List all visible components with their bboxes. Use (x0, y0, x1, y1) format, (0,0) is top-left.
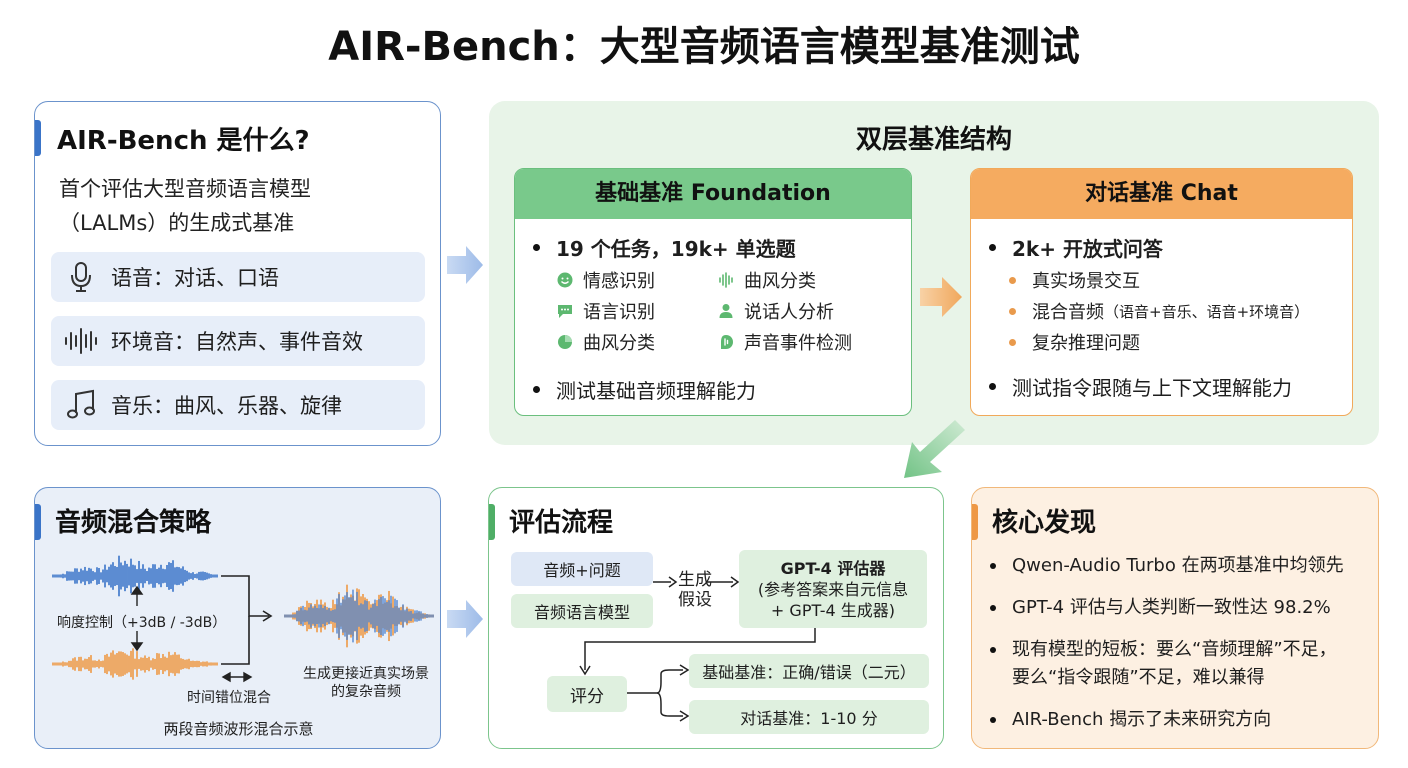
chat-bubble-icon (557, 303, 573, 319)
findings-panel: 核心发现 Qwen-Audio Turbo 在两项基准中均领先 GPT-4 评估… (971, 487, 1379, 749)
evaluation-panel: 评估流程 音频+问题 音频语言模型 生成 假设 GPT-4 评估器 (参考答案来… (488, 487, 944, 749)
input-audio-question: 音频+问题 (511, 552, 653, 586)
task-item: 曲风分类 (718, 267, 816, 293)
task-item: 说话人分析 (718, 298, 834, 324)
finding-item: AIR-Bench 揭示了未来研究方向 (990, 706, 1271, 734)
page-title: AIR-Bench：大型音频语言模型基准测试 (328, 24, 1080, 70)
foundation-footer: 测试基础音频理解能力 (533, 375, 756, 404)
foundation-headline: 19 个任务，19k+ 单选题 (533, 233, 796, 262)
score-box: 评分 (547, 676, 627, 712)
foundation-title: 基础基准 Foundation (515, 169, 911, 219)
category-environment: 环境音：自然声、事件音效 (51, 316, 425, 366)
finding-item: GPT-4 评估与人类判断一致性达 98.2% (990, 594, 1331, 622)
description-line-1: 首个评估大型音频语言模型 (59, 177, 311, 201)
foundation-box: 基础基准 Foundation 19 个任务，19k+ 单选题 情感识别 曲风分… (514, 168, 912, 416)
category-label: 环境音：自然声、事件音效 (111, 330, 363, 354)
smiley-icon (557, 272, 573, 288)
evaluation-heading: 评估流程 (509, 508, 614, 538)
person-icon (718, 303, 734, 319)
task-item: 情感识别 (557, 267, 655, 293)
structure-panel: 双层基准结构 基础基准 Foundation 19 个任务，19k+ 单选题 情… (489, 101, 1379, 445)
what-is-heading: AIR-Bench 是什么? (57, 126, 310, 156)
audio-mix-heading: 音频混合策略 (55, 508, 212, 538)
chat-scoring: 对话基准：1-10 分 (689, 700, 929, 734)
finding-item: 现有模型的短板：要么“音频理解”不足，要么“指令跟随”不足，难以兼得 (990, 636, 1337, 692)
panel-accent-bar (972, 504, 978, 540)
result-label: 生成更接近真实场景 的复杂音频 (303, 666, 429, 700)
sound-wave-icon (51, 327, 111, 355)
structure-heading: 双层基准结构 (855, 125, 1012, 155)
arrow-right-icon (447, 600, 483, 638)
finding-item: Qwen-Audio Turbo 在两项基准中均领先 (990, 552, 1344, 580)
waveform-icon (718, 272, 734, 288)
offset-arrow (221, 671, 253, 683)
chat-title: 对话基准 Chat (971, 169, 1352, 219)
orange-waveform (52, 648, 218, 680)
waveform-caption: 两段音频波形混合示意 (163, 720, 314, 738)
input-audio-model: 音频语言模型 (511, 594, 653, 628)
mixed-waveform (284, 584, 434, 648)
category-label: 语音：对话、口语 (111, 266, 279, 290)
category-label: 音乐：曲风、乐器、旋律 (111, 394, 342, 418)
audio-mix-panel: 音频混合策略 响度控制（+3dB / -3dB） 时间错位混合 生成更接近真实场… (34, 487, 441, 749)
loudness-label: 响度控制（+3dB / -3dB） (57, 615, 227, 631)
sound-event-icon (718, 334, 734, 350)
chat-footer: 测试指令跟随与上下文理解能力 (989, 372, 1292, 401)
generate-hypothesis-label: 生成 假设 (678, 570, 712, 610)
panel-accent-bar (35, 504, 41, 540)
foundation-scoring: 基础基准：正确/错误（二元） (689, 654, 929, 688)
mix-bracket (221, 575, 273, 665)
category-music: 音乐：曲风、乐器、旋律 (51, 380, 425, 430)
chat-item: 真实场景交互 (1009, 267, 1140, 293)
chat-box: 对话基准 Chat 2k+ 开放式问答 真实场景交互 混合音频（语音+音乐、语音… (970, 168, 1353, 416)
offset-label: 时间错位混合 (187, 690, 271, 706)
pie-chart-icon (557, 334, 573, 350)
mix-note: （语音+音乐、语音+环境音） (1104, 302, 1310, 321)
what-is-description: 首个评估大型音频语言模型 （LALMs）的生成式基准 (59, 172, 419, 240)
what-is-panel: AIR-Bench 是什么? 首个评估大型音频语言模型 （LALMs）的生成式基… (34, 101, 441, 446)
chat-item: 混合音频（语音+音乐、语音+环境音） (1009, 298, 1309, 324)
panel-accent-bar (489, 504, 495, 540)
microphone-icon (51, 261, 111, 293)
blue-waveform (52, 555, 218, 597)
chat-item: 复杂推理问题 (1009, 329, 1140, 355)
panel-accent-bar (35, 120, 41, 156)
category-speech: 语音：对话、口语 (51, 252, 425, 302)
music-note-icon (51, 389, 111, 421)
chat-headline: 2k+ 开放式问答 (989, 233, 1163, 262)
task-item: 语言识别 (557, 298, 655, 324)
task-item: 曲风分类 (557, 329, 655, 355)
findings-heading: 核心发现 (992, 508, 1097, 538)
arrow-right-icon (447, 246, 483, 284)
gpt4-evaluator-box: GPT-4 评估器 (参考答案来自元信息 + GPT-4 生成器) (739, 550, 927, 628)
description-line-2: （LALMs）的生成式基准 (59, 211, 295, 235)
task-item: 声音事件检测 (718, 329, 852, 355)
